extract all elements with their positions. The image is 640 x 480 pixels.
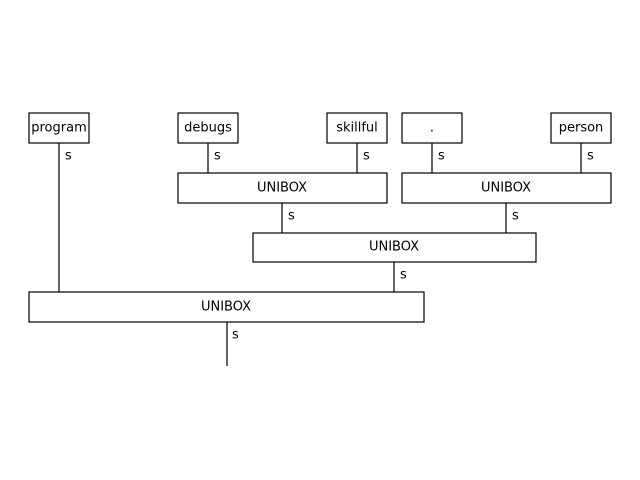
unibox-bottom: UNIBOX (28, 291, 425, 323)
wire-type-label: s (512, 209, 519, 224)
wire-type-label: s (214, 149, 221, 164)
word-label: program (31, 121, 87, 136)
word-label: skillful (336, 121, 378, 136)
word-label: . (430, 121, 434, 136)
wire-type-label: s (288, 209, 295, 224)
unibox-label: UNIBOX (481, 181, 531, 196)
unibox-debugs-skillful: UNIBOX (177, 172, 388, 204)
wire-type-label: s (438, 149, 445, 164)
unibox-label: UNIBOX (369, 240, 419, 255)
wire-type-label: s (65, 149, 72, 164)
word-box-debugs: debugs (177, 112, 239, 144)
word-box-dot: . (401, 112, 463, 144)
unibox-label: UNIBOX (201, 300, 251, 315)
word-label: person (559, 121, 604, 136)
wire-type-label: s (587, 149, 594, 164)
word-box-person: person (550, 112, 612, 144)
word-label: debugs (184, 121, 232, 136)
unibox-label: UNIBOX (257, 181, 307, 196)
word-box-skillful: skillful (326, 112, 388, 144)
wire-type-label: s (363, 149, 370, 164)
unibox-dot-person: UNIBOX (401, 172, 612, 204)
wire-type-label: s (400, 268, 407, 283)
unibox-middle: UNIBOX (252, 232, 537, 263)
wire-type-label: s (232, 328, 239, 343)
word-box-program: program (28, 112, 90, 144)
